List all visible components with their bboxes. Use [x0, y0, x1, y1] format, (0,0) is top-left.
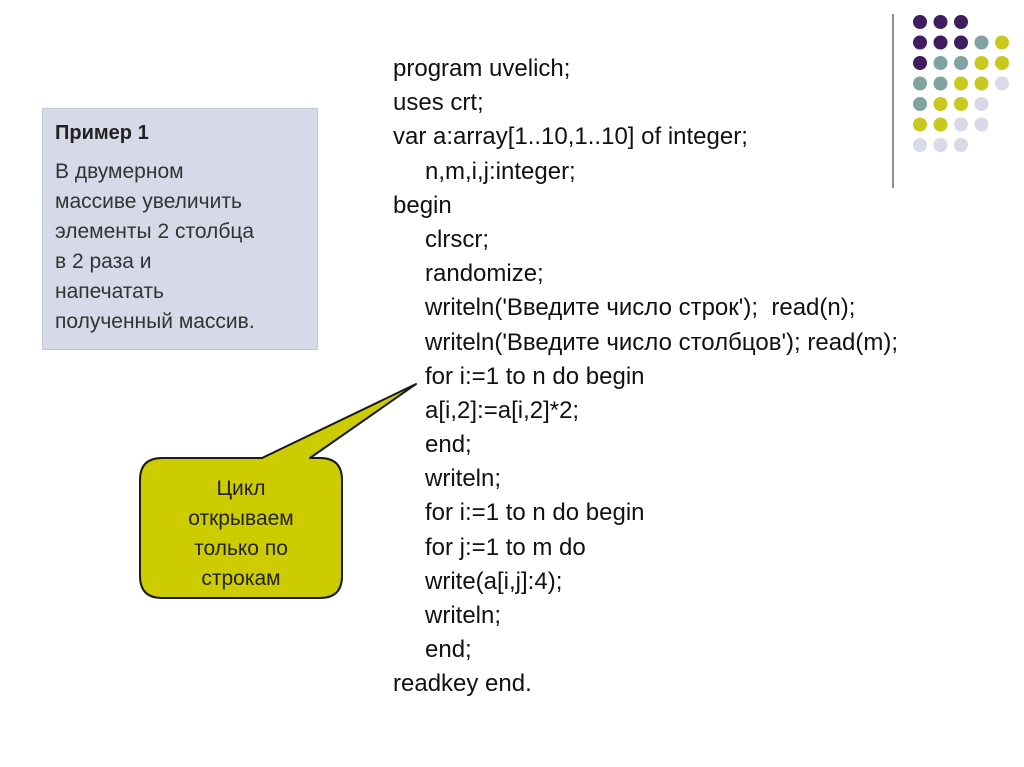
code-listing: program uvelich; uses crt; var a:array[1..… — [393, 52, 1018, 702]
example-text-line: в 2 раза и — [55, 250, 152, 273]
callout-text-line: только по — [194, 537, 288, 560]
decorative-divider-line — [892, 14, 894, 188]
code-line: program uvelich; — [393, 55, 571, 82]
example-description: В двумерном массиве увеличить элементы 2… — [55, 157, 307, 337]
callout-text: Цикл открываем только по строкам — [140, 470, 342, 598]
code-line: writeln; — [425, 602, 502, 629]
code-line: for i:=1 to n do begin — [425, 362, 645, 390]
code-line: write(a[i,j]:4); — [425, 567, 563, 595]
example-text-line: напечатать — [55, 280, 164, 303]
callout-text-line: Цикл — [216, 477, 266, 500]
code-line: var a:array[1..10,1..10] of integer; — [393, 123, 748, 151]
example-text-line: полученный массив. — [55, 310, 255, 333]
code-line: for i:=1 to n do begin — [425, 499, 645, 527]
code-line: end; — [425, 636, 472, 664]
example-box: Пример 1 В двумерном массиве увеличить э… — [42, 108, 318, 350]
code-line: writeln('Введите число столбцов'); read(… — [425, 328, 899, 356]
decorative-dot — [933, 15, 948, 29]
decorative-dot — [954, 15, 968, 29]
decorative-dot — [974, 35, 989, 50]
example-text-line: элементы 2 столбца — [55, 220, 255, 243]
example-title: Пример 1 — [55, 122, 149, 144]
code-line: writeln('Введите число строк'); read(n); — [425, 294, 856, 322]
code-line: clrscr; — [425, 225, 489, 253]
example-text-line: В двумерном — [55, 160, 184, 183]
example-text-line: массиве увеличить — [55, 190, 242, 213]
callout-text-line: строкам — [201, 567, 281, 590]
code-line: uses crt; — [393, 89, 484, 117]
code-line: for j:=1 to m do — [425, 533, 586, 561]
decorative-dot — [913, 35, 927, 50]
code-line: n,m,i,j:integer; — [425, 157, 576, 185]
code-line: randomize; — [425, 260, 544, 288]
code-line: writeln; — [425, 465, 502, 493]
decorative-dot — [913, 15, 927, 29]
code-line: readkey end. — [393, 670, 532, 698]
code-line: begin — [393, 191, 452, 219]
code-line: a[i,2]:=a[i,2]*2; — [425, 396, 580, 424]
code-line: end; — [425, 431, 472, 459]
callout-text-line: открываем — [188, 507, 294, 530]
decorative-dot — [995, 35, 1009, 50]
decorative-dot — [954, 35, 968, 50]
decorative-dot — [933, 35, 948, 50]
